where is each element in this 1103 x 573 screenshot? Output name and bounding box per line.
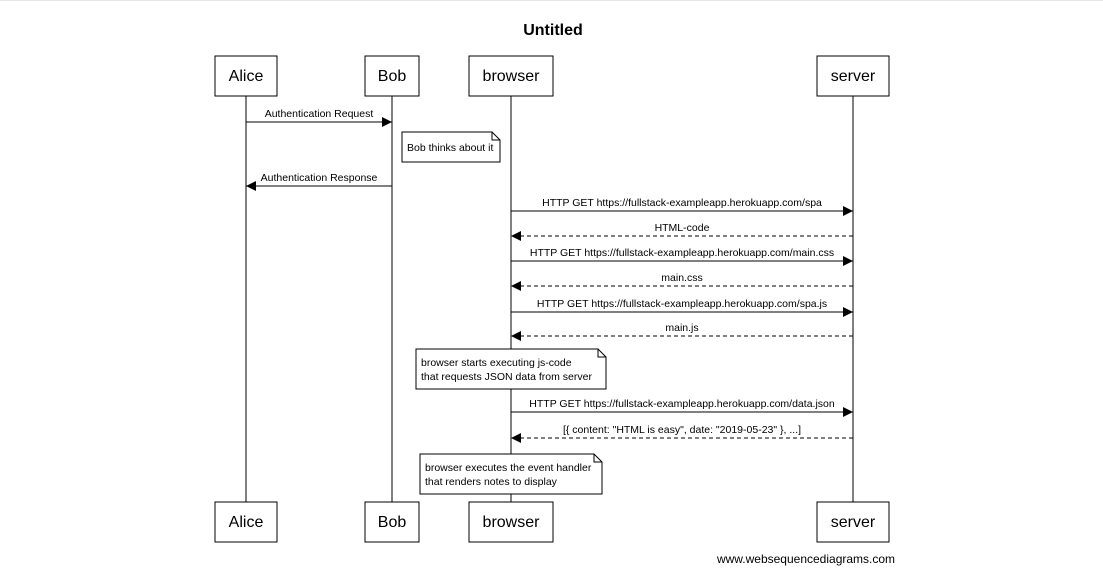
participant-box [364, 55, 420, 97]
note-text: that renders notes to display [425, 476, 558, 488]
note-text: browser executes the event handler [425, 462, 592, 474]
participant-bob-top: Bob [364, 55, 420, 97]
note-box [419, 453, 603, 495]
message: main.js [511, 322, 853, 341]
message-label: HTTP GET https://fullstack-exampleapp.he… [529, 398, 835, 410]
message-label: HTML-code [655, 222, 710, 234]
participants-top: Alice Bob browser server [214, 55, 890, 97]
message: HTTP GET https://fullstack-exampleapp.he… [511, 247, 853, 266]
participant-box [214, 501, 278, 543]
note: browser starts executing js-code that req… [415, 348, 607, 390]
note-text: browser starts executing js-code [421, 357, 572, 369]
message: main.css [511, 272, 853, 291]
participant-label: server [831, 68, 876, 85]
participant-label: Bob [378, 514, 407, 531]
message: Authentication Request [246, 108, 392, 127]
watermark[interactable]: www.websequencediagrams.com [716, 552, 895, 566]
note-fold [491, 132, 500, 141]
participant-label: browser [483, 68, 541, 85]
participant-box [468, 55, 554, 97]
message: HTTP GET https://fullstack-exampleapp.he… [511, 398, 853, 417]
participant-label: Alice [229, 514, 264, 531]
note-box [415, 348, 607, 390]
message-label: HTTP GET https://fullstack-exampleapp.he… [537, 298, 827, 310]
message: HTML-code [511, 222, 853, 241]
participant-server-bottom: server [816, 501, 890, 543]
note-fold [597, 349, 606, 358]
participant-box [468, 501, 554, 543]
participant-label: Bob [378, 68, 407, 85]
message: Authentication Response [246, 172, 392, 191]
note-fold [593, 454, 602, 463]
participant-box [214, 55, 278, 97]
diagram-title: Untitled [523, 22, 583, 39]
message-label: main.js [665, 322, 698, 334]
note-text: that requests JSON data from server [421, 371, 592, 383]
message: HTTP GET https://fullstack-exampleapp.he… [511, 197, 853, 216]
participants-bottom: Alice Bob browser server [214, 501, 890, 543]
note-box [401, 131, 501, 163]
participant-alice-top: Alice [214, 55, 278, 97]
notes: Bob thinks about it browser starts execut… [401, 131, 607, 495]
message: [{ content: "HTML is easy", date: "2019-… [511, 424, 853, 443]
message-label: HTTP GET https://fullstack-exampleapp.he… [530, 247, 834, 259]
message-label: Authentication Request [265, 108, 374, 120]
participant-label: browser [483, 514, 541, 531]
top-border [0, 0, 1103, 1]
participant-bob-bottom: Bob [364, 501, 420, 543]
message-label: [{ content: "HTML is easy", date: "2019-… [563, 424, 801, 436]
participant-server-top: server [816, 55, 890, 97]
message-label: Authentication Response [261, 172, 378, 184]
participant-box [364, 501, 420, 543]
participant-box [816, 501, 890, 543]
message-label: main.css [661, 272, 702, 284]
note: browser executes the event handler that r… [419, 453, 603, 495]
participant-label: server [831, 514, 876, 531]
message: HTTP GET https://fullstack-exampleapp.he… [511, 298, 853, 317]
note: Bob thinks about it [401, 131, 501, 163]
participant-browser-top: browser [468, 55, 554, 97]
participant-alice-bottom: Alice [214, 501, 278, 543]
participant-browser-bottom: browser [468, 501, 554, 543]
message-label: HTTP GET https://fullstack-exampleapp.he… [542, 197, 822, 209]
note-text: Bob thinks about it [407, 142, 493, 154]
participant-label: Alice [229, 68, 264, 85]
participant-box [816, 55, 890, 97]
